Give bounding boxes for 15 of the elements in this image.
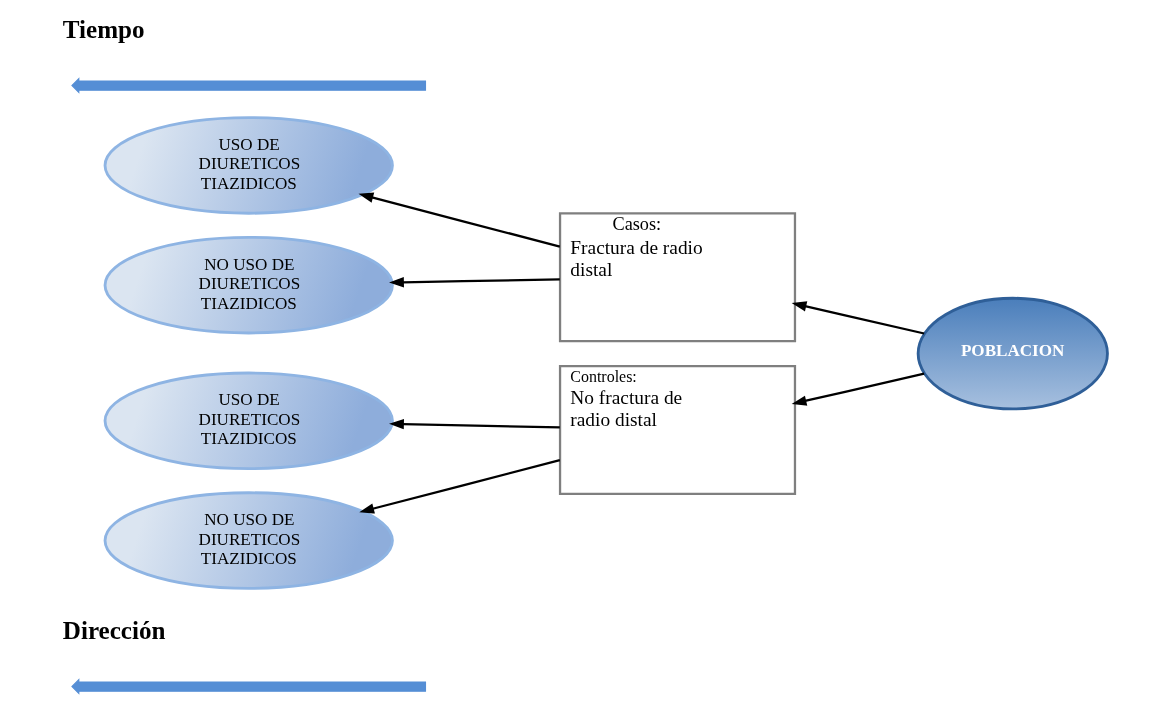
node-ellipse: USO DE DIURETICOS TIAZIDICOS — [103, 371, 394, 471]
node-ellipse: USO DE DIURETICOS TIAZIDICOS — [103, 116, 394, 215]
node-ellipse: POBLACION — [916, 296, 1109, 411]
node-ellipse: NO USO DE DIURETICOS TIAZIDICOS — [103, 491, 394, 590]
node-ellipse: NO USO DE DIURETICOS TIAZIDICOS — [103, 235, 394, 335]
arrow — [358, 192, 561, 248]
arrow — [791, 372, 925, 406]
node-box: Controles: No fractura de radio distal — [558, 364, 797, 495]
label: Tiempo — [62, 16, 145, 44]
arrow — [389, 418, 560, 430]
node-box: Casos: Fractura de radio distal — [558, 212, 797, 343]
arrow — [791, 301, 925, 335]
label: Dirección — [62, 617, 166, 645]
arrow — [389, 277, 560, 288]
arrow — [359, 459, 561, 514]
